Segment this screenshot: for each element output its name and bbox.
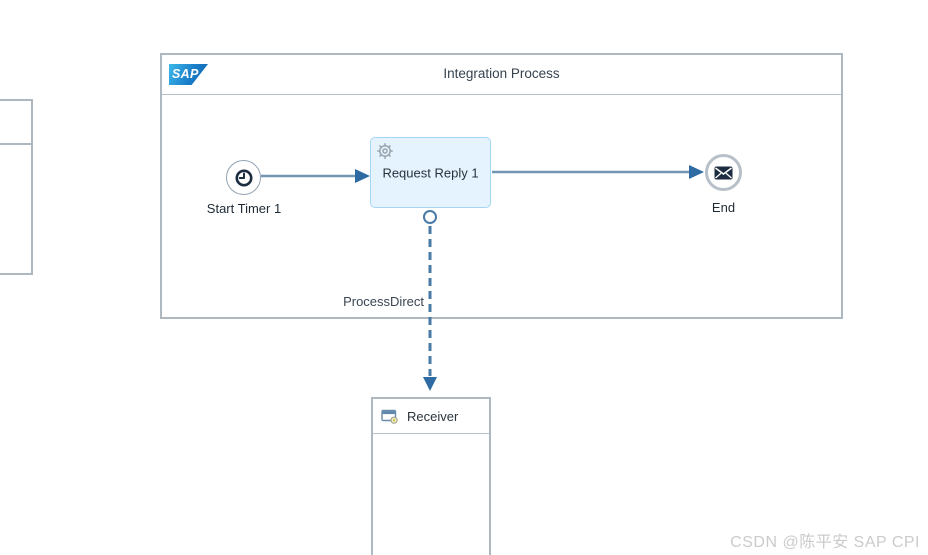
- request-reply-label: Request Reply 1: [382, 165, 479, 180]
- integration-process-pool[interactable]: SAP Integration Process: [160, 53, 843, 319]
- connection-port[interactable]: [423, 210, 437, 224]
- arrowhead-right-icon: [355, 169, 370, 183]
- sap-logo-text: SAP: [172, 67, 199, 81]
- sender-pool-divider: [0, 143, 31, 145]
- arrowhead-down-icon: [423, 377, 437, 391]
- sender-pool-partial[interactable]: [0, 99, 33, 275]
- gear-icon: [377, 143, 393, 159]
- system-icon: [381, 409, 398, 424]
- sequence-flow-requestreply-to-end[interactable]: [492, 165, 704, 179]
- process-direct-flow-label: ProcessDirect: [343, 294, 424, 309]
- pool-header: SAP Integration Process: [162, 55, 841, 95]
- arrowhead-right-icon: [689, 165, 704, 179]
- receiver-label: Receiver: [407, 408, 459, 424]
- receiver-participant[interactable]: Receiver: [371, 397, 491, 555]
- end-event-label: End: [711, 200, 736, 215]
- clock-icon: [235, 169, 252, 186]
- receiver-header: Receiver: [373, 399, 489, 434]
- envelope-icon: [714, 166, 733, 179]
- request-reply-task[interactable]: Request Reply 1: [370, 137, 491, 208]
- start-timer-event[interactable]: [226, 160, 261, 195]
- pool-title: Integration Process: [443, 66, 560, 81]
- start-timer-label: Start Timer 1: [206, 201, 282, 216]
- end-event[interactable]: [705, 154, 742, 191]
- watermark-text: CSDN @陈平安 SAP CPI: [730, 534, 920, 551]
- sequence-flow-start-to-requestreply[interactable]: [261, 169, 370, 183]
- message-flow-processdirect[interactable]: [423, 210, 437, 391]
